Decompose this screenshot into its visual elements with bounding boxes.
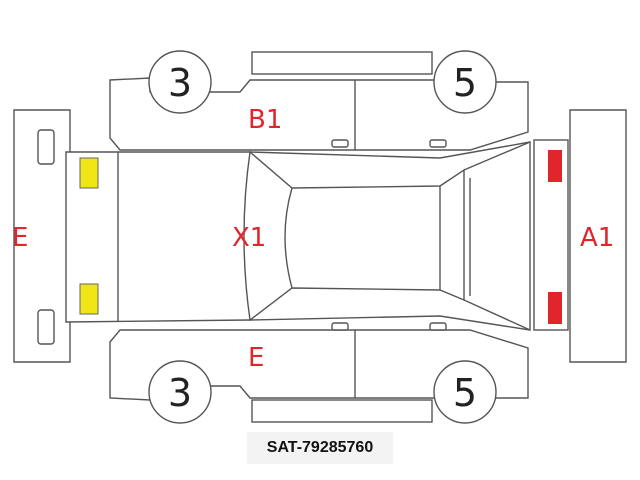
- rear-lamp-top: [79, 157, 99, 189]
- mark-windshield: X1: [232, 223, 266, 253]
- wheel-top-left: 3: [148, 50, 212, 114]
- wheel-bottom-right-number: 5: [453, 371, 477, 415]
- front-lamps: [533, 139, 569, 331]
- front-lamp-top: [548, 150, 562, 182]
- mark-left-side: E: [248, 343, 264, 373]
- front-bumper-panel: [569, 109, 627, 363]
- front-lamp-bottom: [548, 292, 562, 324]
- wheel-top-right-number: 5: [453, 61, 477, 105]
- stock-number-caption: SAT-79285760: [247, 432, 393, 464]
- wheel-top-right: 5: [433, 50, 497, 114]
- mark-front-panel: A1: [580, 223, 614, 253]
- wheel-top-left-number: 3: [168, 61, 192, 105]
- mark-roof-pillar: B1: [248, 105, 282, 135]
- top-view-body: [65, 141, 531, 331]
- rear-bumper-panel: [13, 109, 71, 363]
- rear-lamps: [79, 157, 99, 315]
- rear-lamp-bottom: [79, 283, 99, 315]
- mark-rear-panel: E: [12, 223, 28, 253]
- wheel-bottom-left: 3: [148, 360, 212, 424]
- wheel-bottom-right: 5: [433, 360, 497, 424]
- wheel-bottom-left-number: 3: [168, 371, 192, 415]
